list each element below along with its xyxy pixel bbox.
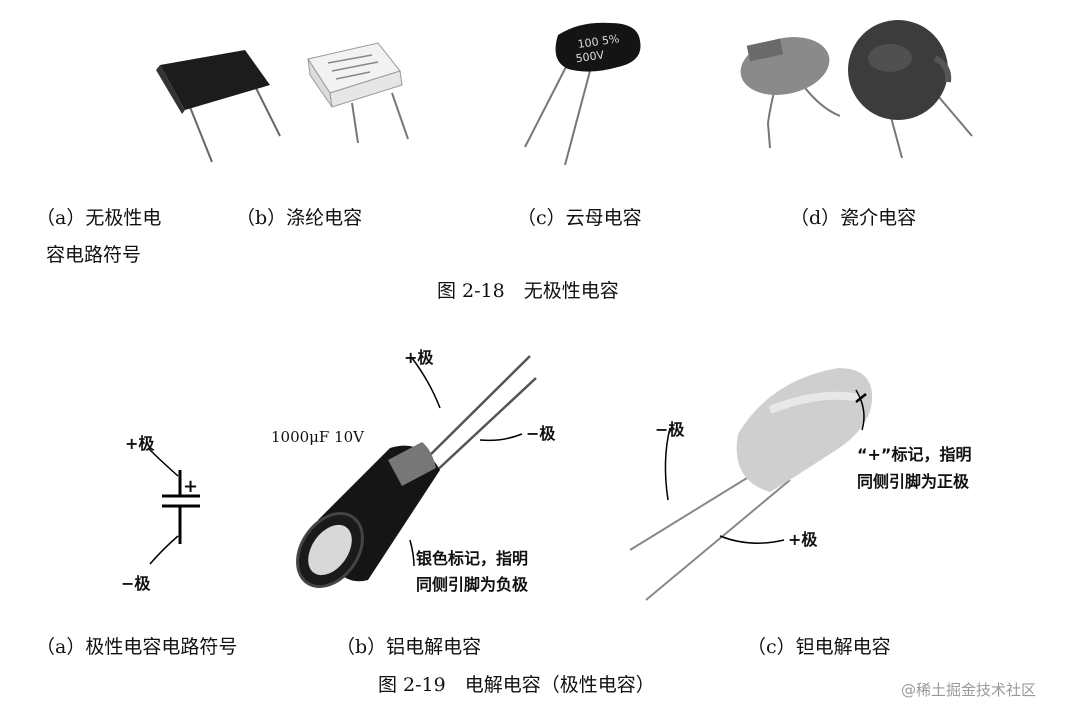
fig18-caption-c: （c）云母电容	[517, 207, 642, 229]
ceramic-capacitor-1-image	[740, 37, 841, 149]
tantalum-electrolytic-capacitor-image	[629, 368, 873, 601]
fig19-caption-a: （a）极性电容电路符号	[36, 636, 238, 658]
polar-capacitor-symbol	[147, 447, 200, 565]
aluminum-rating: 1000μF 10V	[271, 428, 365, 446]
film-capacitor-dark-image	[156, 50, 281, 163]
aluminum-plus-label: +极	[404, 348, 434, 367]
tantalum-plus-label: +极	[788, 530, 818, 549]
fig18-caption-a-line1: （a）无极性电	[36, 207, 162, 229]
fig19-caption-c: （c）钽电解电容	[747, 636, 891, 658]
ceramic-capacitor-2-image	[848, 20, 973, 159]
tantalum-note-line2: 同侧引脚为正极	[857, 472, 970, 491]
fig18-caption-d: （d）瓷介电容	[790, 207, 917, 229]
aluminum-minus-label: −极	[526, 424, 556, 443]
mica-marking-line1: 100 5%	[577, 32, 620, 51]
fig18-title: 图 2-18 无极性电容	[437, 280, 619, 302]
symbol-minus-label: −极	[121, 574, 151, 593]
watermark-text: @稀土掘金技术社区	[901, 681, 1037, 699]
aluminum-note-line1: 银色标记，指明	[416, 549, 529, 568]
fig18-caption-b: （b）涤纶电容	[236, 207, 363, 229]
fig19-title: 图 2-19 电解电容（极性电容）	[378, 674, 655, 696]
tantalum-note-line1: “+”标记，指明	[857, 445, 972, 464]
aluminum-electrolytic-capacitor-image	[296, 355, 537, 588]
mica-marking-line2: 500V	[575, 48, 606, 65]
fig19-caption-b: （b）铝电解电容	[336, 636, 482, 658]
mica-capacitor-image: 100 5% 500V	[524, 22, 641, 166]
polyester-capacitor-image	[307, 42, 409, 144]
aluminum-note-line2: 同侧引脚为负极	[416, 575, 529, 594]
symbol-plus-sign: +	[183, 476, 199, 497]
tantalum-minus-label: −极	[655, 420, 685, 439]
fig18-caption-a-line2: 容电路符号	[46, 244, 142, 266]
symbol-plus-label: +极	[125, 434, 155, 453]
